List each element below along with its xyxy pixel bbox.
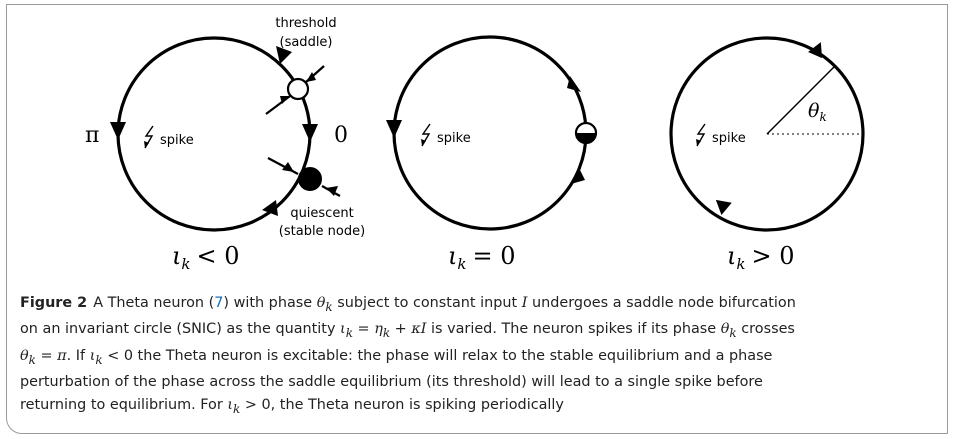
figure-label: Figure 2 bbox=[20, 295, 88, 311]
figure-frame bbox=[6, 4, 948, 434]
caption-line-5: returning to equilibrium. For ιk > 0, th… bbox=[20, 397, 564, 416]
radius-line bbox=[766, 65, 836, 135]
node-in-arrowhead-2 bbox=[326, 186, 338, 196]
zero-label: 0 bbox=[334, 123, 348, 148]
quiescent-label: quiescent bbox=[290, 206, 353, 221]
spike-icon bbox=[144, 125, 154, 149]
spike-label-middle: spike bbox=[437, 131, 471, 146]
spike-label-right: spike bbox=[712, 131, 746, 146]
saddle-node-half bbox=[576, 133, 596, 143]
caption-line-4: perturbation of the phase across the sad… bbox=[20, 374, 763, 391]
flow-arrow-right-bottom bbox=[715, 199, 732, 215]
condition-middle: ιk= 0 bbox=[448, 242, 516, 273]
spike-label-left: spike bbox=[160, 133, 194, 148]
threshold-label: threshold bbox=[275, 16, 336, 31]
pi-label: π bbox=[85, 123, 99, 148]
panel-right: θk spike ιk> 0 bbox=[669, 36, 865, 273]
flow-arrow-middle-left bbox=[386, 120, 402, 138]
panel-left: threshold (saddle) quiescent (stable nod… bbox=[85, 16, 365, 273]
phase-circle-right bbox=[669, 36, 865, 232]
stable-node-point bbox=[298, 167, 322, 191]
flow-arrow-top-right bbox=[276, 46, 292, 64]
flow-arrow-left-down bbox=[110, 122, 126, 140]
node-in-arrowhead-1 bbox=[282, 162, 294, 172]
theta-label: θk bbox=[808, 100, 827, 124]
spike-icon bbox=[421, 123, 431, 147]
saddle-point bbox=[286, 77, 310, 101]
flow-arrow-bottom bbox=[262, 200, 278, 216]
figure-illustration: threshold (saddle) quiescent (stable nod… bbox=[85, 16, 865, 273]
phase-circle-middle bbox=[392, 35, 588, 231]
panel-middle: spike ιk= 0 bbox=[386, 35, 598, 273]
flow-arrow-right-top bbox=[808, 42, 823, 59]
caption-line-3: θk = π. If ιk < 0 the Theta neuron is ex… bbox=[20, 347, 773, 367]
stable-node-label: (stable node) bbox=[279, 224, 365, 239]
caption-line-2: on an invariant circle (SNIC) as the qua… bbox=[20, 321, 795, 341]
flow-arrow-right-down bbox=[302, 124, 318, 142]
condition-right: ιk> 0 bbox=[727, 242, 795, 273]
flow-arrow-middle-lower bbox=[571, 170, 585, 184]
flow-arrow-middle-upper bbox=[567, 76, 581, 92]
saddle-in-arrowhead-2 bbox=[280, 96, 290, 104]
reference-link[interactable]: 7 bbox=[214, 295, 224, 311]
saddle-label: (saddle) bbox=[280, 35, 333, 50]
saddle-in-arrowhead-1 bbox=[306, 72, 316, 82]
spike-icon bbox=[696, 123, 706, 147]
condition-left: ιk< 0 bbox=[172, 242, 240, 273]
